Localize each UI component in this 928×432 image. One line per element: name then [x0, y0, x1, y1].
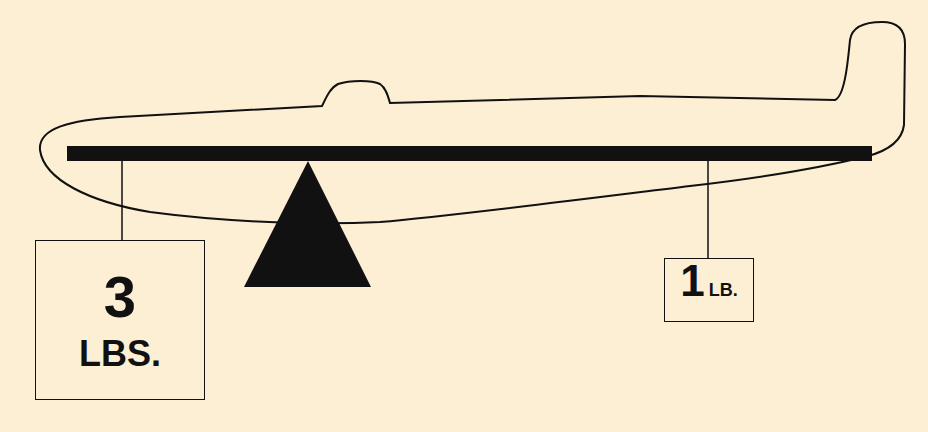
weight-unit: LBS. — [79, 336, 161, 372]
weight-unit: LB. — [709, 281, 738, 299]
weight-box: 3LBS. — [35, 240, 205, 400]
airplane-outline — [40, 22, 905, 223]
lever-bar — [67, 146, 872, 161]
weight-number: 1 — [680, 259, 704, 303]
weight-number: 3 — [104, 268, 136, 326]
weight-box: 1LB. — [664, 258, 754, 322]
hanging-string — [121, 161, 123, 241]
hanging-string — [707, 161, 709, 259]
fulcrum-triangle — [244, 161, 371, 287]
